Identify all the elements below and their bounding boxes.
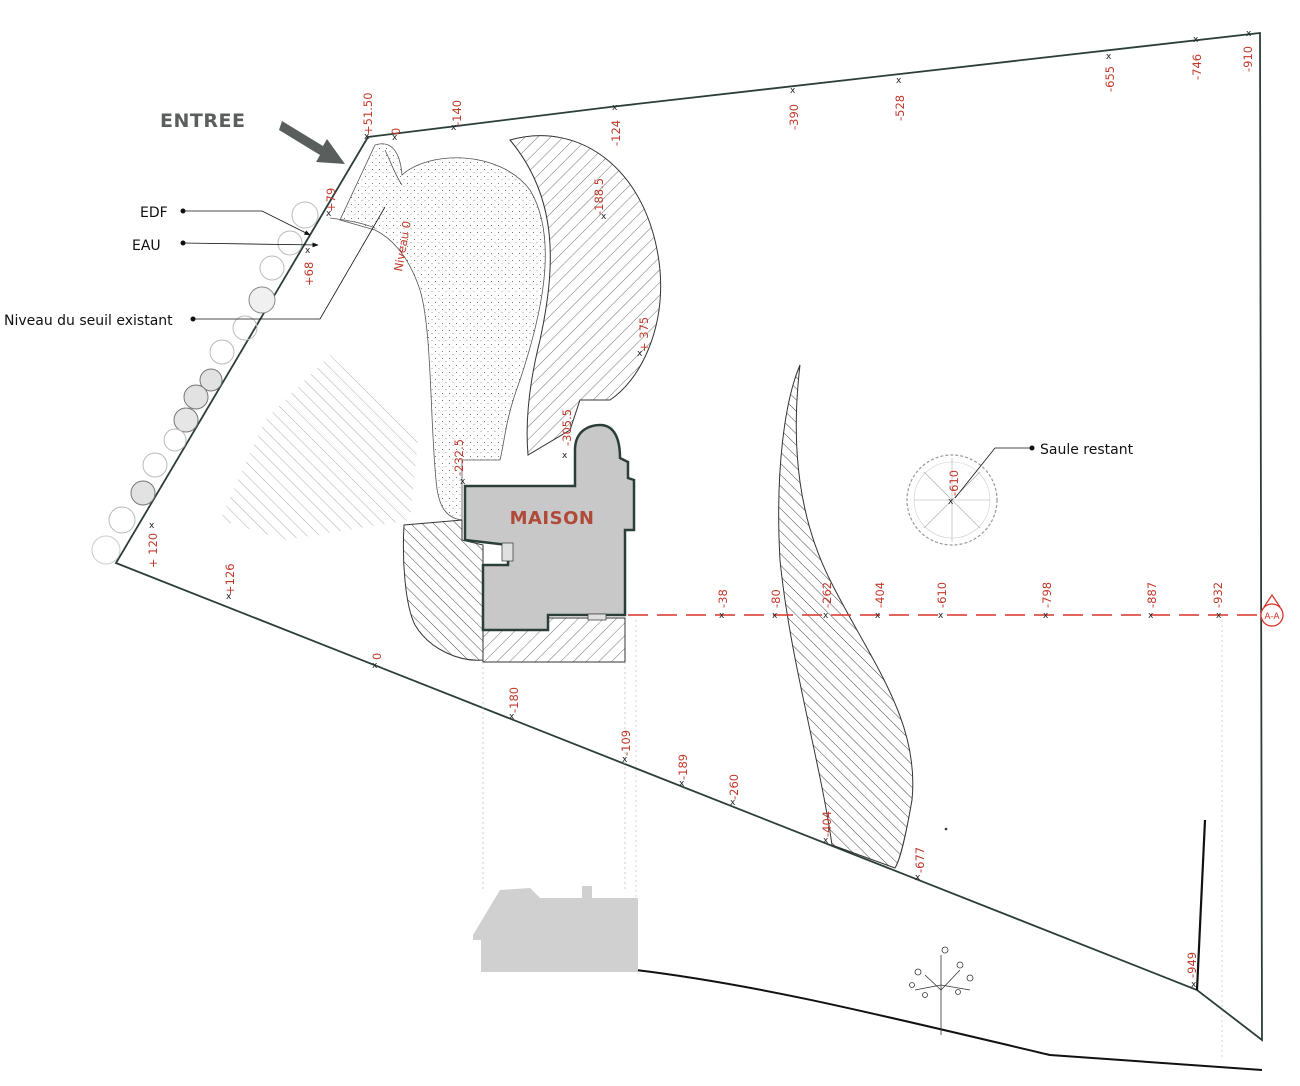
saule-label: Saule restant	[1040, 442, 1134, 458]
svg-text:x: x	[1246, 29, 1252, 39]
svg-text:x: x	[823, 836, 829, 846]
svg-text:x: x	[1106, 52, 1112, 62]
svg-text:x: x	[719, 611, 725, 621]
svg-text:-932: -932	[1211, 582, 1225, 608]
svg-text:x: x	[509, 712, 515, 722]
svg-text:-80: -80	[769, 589, 783, 608]
svg-text:-260: -260	[727, 774, 741, 800]
seuil-leader	[190, 206, 386, 322]
svg-text:-949: -949	[1185, 952, 1199, 978]
svg-text:x: x	[875, 611, 881, 621]
svg-text:-38: -38	[716, 589, 730, 608]
neighbor-house	[473, 886, 638, 972]
svg-text:-124: -124	[609, 120, 623, 146]
entrance-arrow	[279, 121, 345, 164]
seuil-label: Niveau du seuil existant	[4, 313, 173, 329]
svg-text:-262: -262	[820, 582, 834, 608]
svg-text:x: x	[149, 521, 155, 531]
svg-text:x: x	[372, 661, 378, 671]
small-tree	[909, 946, 974, 1035]
svg-text:-528: -528	[893, 95, 907, 121]
svg-text:+51.50: +51.50	[361, 92, 375, 135]
house-label: MAISON	[510, 508, 595, 529]
svg-text:-887: -887	[1145, 582, 1159, 608]
svg-text:-232.5: -232.5	[452, 439, 466, 476]
eau-label: EAU	[132, 238, 161, 254]
svg-text:-109: -109	[619, 730, 633, 756]
ground-line	[635, 969, 1263, 1071]
svg-text:-910: -910	[1241, 46, 1255, 72]
driveway-gravel	[339, 143, 546, 521]
hatched-slope-right	[778, 364, 914, 869]
light-hatch-area	[220, 355, 418, 540]
hedge-bushes	[91, 201, 319, 565]
saule-leader	[954, 445, 1035, 499]
svg-text:-404: -404	[820, 811, 834, 837]
svg-text:x: x	[948, 497, 954, 507]
hatched-slope-upper	[509, 135, 662, 456]
svg-text:x: x	[451, 123, 457, 133]
svg-text:-305.5: -305.5	[560, 409, 574, 446]
svg-text:x: x	[392, 133, 398, 143]
svg-text:x: x	[679, 779, 685, 789]
svg-text:x: x	[1191, 980, 1197, 990]
edf-leader	[180, 208, 311, 236]
svg-text:x: x	[637, 349, 643, 359]
svg-text:x: x	[460, 477, 466, 487]
svg-text:x: x	[622, 755, 628, 765]
svg-text:x: x	[612, 103, 618, 113]
svg-text:x: x	[896, 76, 902, 86]
svg-text:-610: -610	[947, 470, 961, 496]
svg-text:-677: -677	[913, 847, 927, 873]
willow-tree	[906, 454, 998, 546]
svg-text:x: x	[1216, 611, 1222, 621]
svg-text:-746: -746	[1190, 54, 1204, 80]
svg-text:+ 375: + 375	[637, 317, 651, 352]
entree-label: ENTREE	[160, 110, 245, 132]
svg-text:0: 0	[370, 653, 384, 660]
svg-text:-404: -404	[873, 582, 887, 608]
svg-text:x: x	[305, 246, 311, 256]
svg-text:x: x	[772, 611, 778, 621]
svg-text:-189: -189	[676, 754, 690, 780]
svg-text:A-A: A-A	[1264, 612, 1280, 622]
svg-text:-610: -610	[935, 582, 949, 608]
edf-label: EDF	[140, 205, 168, 221]
svg-text:x: x	[730, 798, 736, 808]
svg-text:-140: -140	[450, 100, 464, 126]
svg-text:x: x	[226, 592, 232, 602]
elevation-points: x +51.50 x 0 x -140 x -124 x -390 x -528…	[146, 29, 1255, 990]
svg-text:-655: -655	[1103, 66, 1117, 92]
svg-text:+ 120: + 120	[146, 533, 160, 568]
svg-text:x: x	[823, 611, 829, 621]
svg-text:x: x	[938, 611, 944, 621]
svg-text:x: x	[562, 451, 568, 461]
svg-text:-390: -390	[787, 104, 801, 130]
svg-text:-798: -798	[1040, 582, 1054, 608]
svg-text:-180: -180	[507, 687, 521, 713]
svg-text:x: x	[790, 86, 796, 96]
house	[463, 423, 636, 632]
svg-text:+126: +126	[223, 563, 237, 595]
svg-text:+79: +79	[324, 188, 338, 212]
svg-text:x: x	[1193, 35, 1199, 45]
svg-text:x: x	[364, 132, 370, 142]
svg-text:0: 0	[389, 128, 403, 135]
svg-text:x: x	[326, 209, 332, 219]
svg-text:x: x	[1043, 611, 1049, 621]
section-marker: A-A	[1260, 593, 1284, 627]
svg-text:+68: +68	[302, 262, 316, 286]
svg-text:x: x	[1148, 611, 1154, 621]
svg-text:x: x	[601, 212, 607, 222]
svg-text:x: x	[915, 873, 921, 883]
svg-text:-188.5: -188.5	[592, 178, 606, 215]
eau-leader	[180, 240, 319, 248]
